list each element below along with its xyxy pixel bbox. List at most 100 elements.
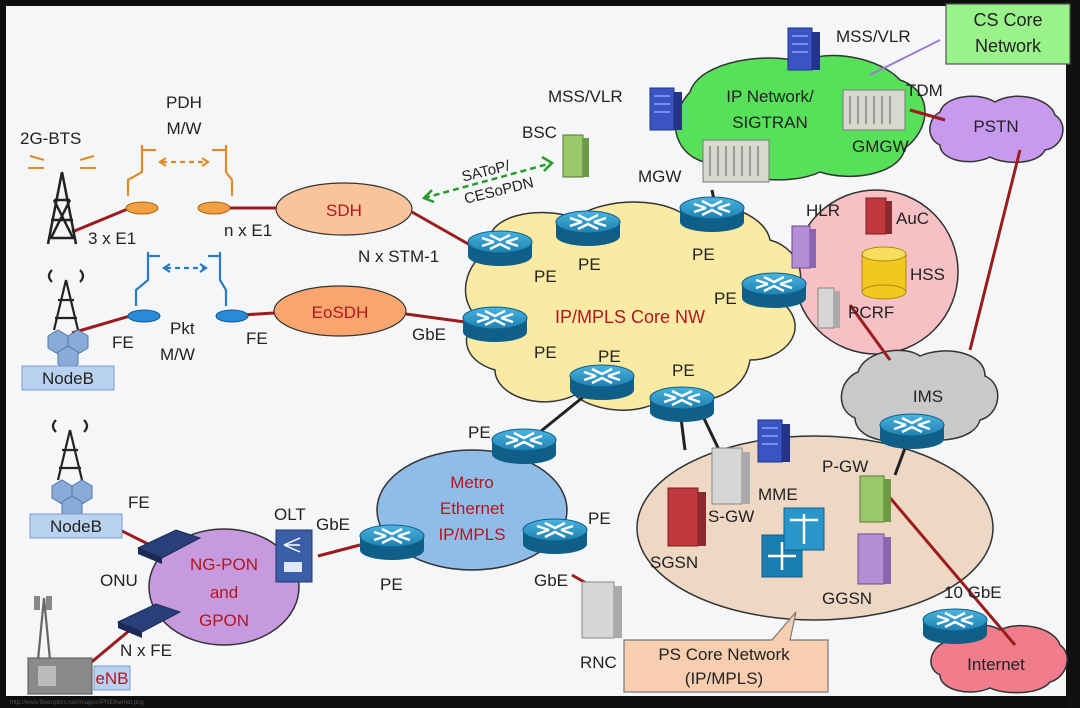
pdh-mw-label: M/W	[167, 119, 202, 138]
ngpon-line2: and	[210, 583, 238, 602]
ngpon-line3: GPON	[199, 611, 249, 630]
auc-label: AuC	[896, 209, 929, 228]
sgsn-server-icon	[667, 487, 706, 547]
router-pe-metro-left	[358, 523, 426, 562]
router-pe-core-right	[740, 271, 808, 310]
right-edge	[1066, 0, 1080, 708]
ps-core-callout: PS Core Network (IP/MPLS)	[623, 611, 829, 693]
enb-label-box	[93, 665, 131, 691]
pcrf-server-icon	[817, 287, 840, 329]
pgw-label: P-GW	[822, 457, 868, 476]
router-pe-core-bottom	[568, 363, 636, 402]
enb-building-icon	[27, 596, 93, 695]
tdm-label: TDM	[906, 81, 943, 100]
pe-metro-left-label: PE	[380, 575, 403, 594]
metro-line2: Ethernet	[440, 499, 505, 518]
enb-label: eNB	[95, 669, 128, 688]
cs-core-line2: Network	[975, 36, 1042, 56]
bsc-label: BSC	[522, 123, 557, 142]
metro-line3: IP/MPLS	[438, 525, 505, 544]
cs-cloud-line1: IP Network/	[726, 87, 814, 106]
hss-label: HSS	[910, 265, 945, 284]
cs-callout-pointer	[869, 39, 941, 76]
mss-vlr-top-server-icon	[787, 27, 821, 71]
pe-label-7: PE	[672, 361, 695, 380]
mss-vlr-left-label: MSS/VLR	[548, 87, 623, 106]
enb-onu-device-icon	[116, 603, 182, 638]
metro-ethernet-area	[376, 449, 568, 571]
hlr-server-icon	[791, 225, 816, 269]
ten-gbe-label: 10 GbE	[944, 583, 1002, 602]
pkt-dish-right-icon	[215, 309, 249, 323]
nodeb2-tower-icon	[51, 419, 89, 481]
bts-tower-icon	[46, 171, 78, 245]
pdh-label: PDH	[166, 93, 202, 112]
ngpon-area	[148, 528, 300, 646]
sdh-label: SDH	[326, 201, 362, 220]
cs-core-line1: CS Core	[973, 10, 1042, 30]
router-pe-metro-right	[521, 517, 589, 556]
mss-vlr-left-server-icon	[649, 87, 683, 131]
ps-switch-icon	[761, 507, 825, 578]
router-internet	[921, 607, 989, 646]
n-fe-label: N x FE	[120, 641, 172, 660]
satop-arrowhead-left	[421, 189, 435, 204]
router-pe-core-top	[554, 209, 622, 248]
mss-vlr-top-label: MSS/VLR	[836, 27, 911, 46]
pcrf-label: PCRF	[848, 303, 894, 322]
nodeb1-label: NodeB	[42, 369, 94, 388]
rnc-label: RNC	[580, 653, 617, 672]
pdh-dish-left-icon	[125, 201, 159, 215]
bts-signal-icon	[28, 155, 96, 169]
olt-label: OLT	[274, 505, 306, 524]
mme-label: MME	[758, 485, 798, 504]
three-e1-label: 3 x E1	[88, 229, 136, 248]
bts-label: 2G-BTS	[20, 129, 81, 148]
onu-device-icon	[136, 529, 202, 564]
pkt-mw-label: M/W	[160, 345, 195, 364]
pe-label-1: PE	[534, 267, 557, 286]
eosdh-label: EoSDH	[312, 303, 369, 322]
fe-left-label: FE	[112, 333, 134, 352]
router-pe-core-mgw	[678, 195, 746, 234]
ngpon-line1: NG-PON	[190, 555, 258, 574]
ggsn-server-icon	[857, 533, 891, 585]
fe-right-label: FE	[246, 329, 268, 348]
bsc-server-icon	[562, 134, 589, 178]
onu-label: ONU	[100, 571, 138, 590]
mgw-label: MGW	[638, 167, 681, 186]
pe-label-3: PE	[692, 245, 715, 264]
core-cloud-label: IP/MPLS Core NW	[555, 307, 705, 327]
gmgw-label: GMGW	[852, 137, 909, 156]
pe-label-2: PE	[578, 255, 601, 274]
satop-pseudowire-arrow	[423, 161, 553, 200]
pe-metro-right-label: PE	[588, 509, 611, 528]
satop-arrowhead-right	[541, 155, 555, 172]
pe-metro-top-label: PE	[468, 423, 491, 442]
pstn-cloud	[929, 95, 1064, 164]
mme-server-icon	[757, 419, 791, 463]
olt-device-icon	[275, 529, 313, 583]
auc-server-icon	[865, 197, 892, 235]
nodeb1-hexagons-icon	[47, 329, 89, 371]
ims-label: IMS	[913, 387, 943, 406]
router-pe-core-eosdh	[461, 305, 529, 344]
nodeb1-label-box	[21, 365, 115, 391]
ps-core-line1: PS Core Network	[658, 645, 790, 664]
hlr-label: HLR	[806, 201, 840, 220]
pdh-microwave-link-icon	[126, 145, 234, 196]
sgw-server-icon	[711, 447, 750, 505]
ps-core-line2: (IP/MPLS)	[685, 669, 763, 688]
router-ims	[878, 412, 946, 451]
pgw-server-icon	[859, 475, 891, 523]
pe-label-6: PE	[598, 347, 621, 366]
nodeb1-tower-icon	[47, 269, 85, 331]
cs-cloud-line2: SIGTRAN	[732, 113, 808, 132]
gbe-rnc-label: GbE	[534, 571, 568, 590]
gbe-olt-label: GbE	[316, 515, 350, 534]
pstn-label: PSTN	[973, 117, 1018, 136]
sgsn-label: SGSN	[650, 553, 698, 572]
fe-nodeb2-label: FE	[128, 493, 150, 512]
ggsn-label: GGSN	[822, 589, 872, 608]
